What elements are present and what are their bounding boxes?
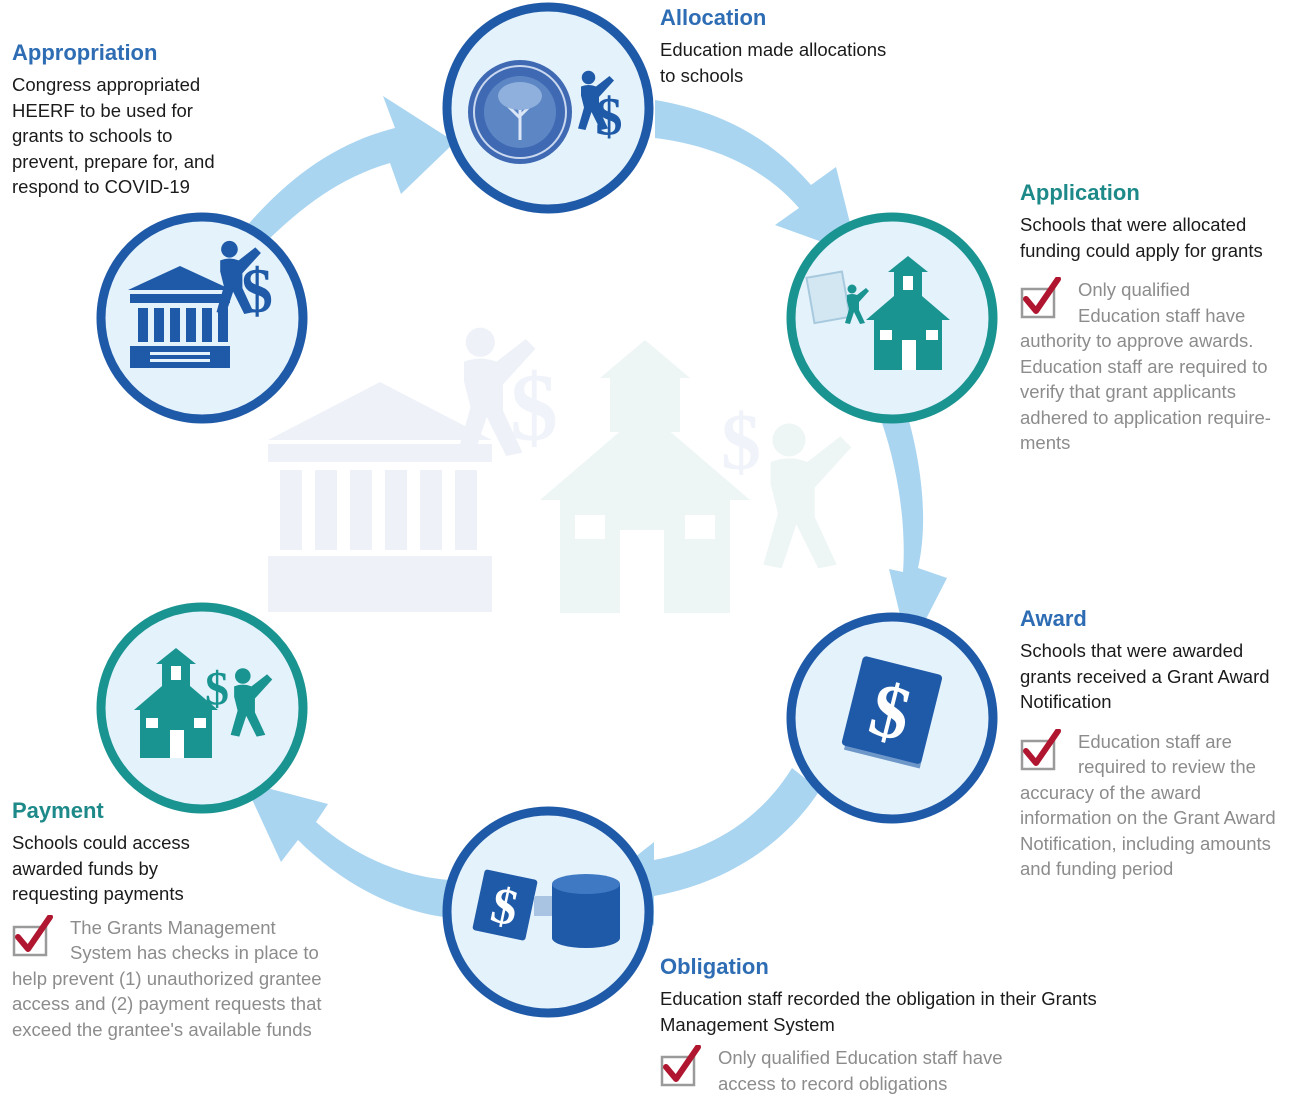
stage-title: Application [1020,180,1140,205]
control-note-text: Only qualified Education staff have acce… [718,1047,1003,1094]
stage-title: Award [1020,606,1087,631]
stage-description: Congress appropriated HEERF to be used f… [12,74,215,197]
stage-description: Schools that were allocated funding coul… [1020,214,1263,261]
stage-award: Award Schools that were awarded grants r… [1020,606,1282,882]
control-note: The Grants Management System has checks … [12,914,340,1043]
stage-title: Payment [12,798,104,823]
arrow-award-to-obligation [604,768,820,926]
stage-title: Allocation [660,5,767,30]
checkbox-checkmark-icon [660,1045,708,1095]
background-watermark-illustration [268,327,852,613]
stage-appropriation: Appropriation Congress appropriated HEER… [12,40,242,200]
schoolhouse-with-application-form-icon [805,256,950,370]
control-note: Only qualified Education staff have acce… [660,1045,1060,1096]
checkbox-checkmark-icon [1020,728,1068,779]
stage-allocation: Allocation Education made allocations to… [660,5,900,88]
arrow-appropriation-to-allocation [245,96,455,246]
stage-title: Obligation [660,954,769,979]
control-note: Education staff are required to review t… [1020,728,1282,882]
stage-payment: Payment Schools could access awarded fun… [12,798,340,1042]
stage-title: Appropriation [12,40,158,65]
stage-application: Application Schools that were allocated … [1020,180,1275,456]
checkbox-checkmark-icon [12,914,60,965]
stage-description: Schools could access awarded funds by re… [12,832,190,904]
control-note: Only qualified Education staff have auth… [1020,277,1275,456]
arrow-obligation-to-payment [244,782,452,918]
stage-description: Schools that were awarded grants receive… [1020,640,1270,712]
checkbox-checkmark-icon [1020,277,1068,327]
stage-description: Education made allocations to schools [660,39,887,86]
schoolhouse-with-person-and-dollar-icon [134,648,273,758]
dollar-document-to-database-icon [472,869,620,948]
control-note-text: Only qualified Education staff have auth… [1020,279,1271,453]
department-of-education-seal-icon [468,60,623,164]
dollar-document-icon [841,656,943,769]
arrow-application-to-award [881,410,947,652]
cycle-arrows [244,96,947,926]
stage-description: Education staff recorded the obligation … [660,988,1097,1035]
control-note-text: The Grants Management System has checks … [12,916,322,1040]
capitol-building-with-person-and-dollar-icon [128,240,273,368]
control-note-text: Education staff are required to review t… [1020,730,1276,880]
arrow-allocation-to-application [655,100,858,255]
stage-obligation: Obligation Education staff recorded the … [660,954,1110,1096]
